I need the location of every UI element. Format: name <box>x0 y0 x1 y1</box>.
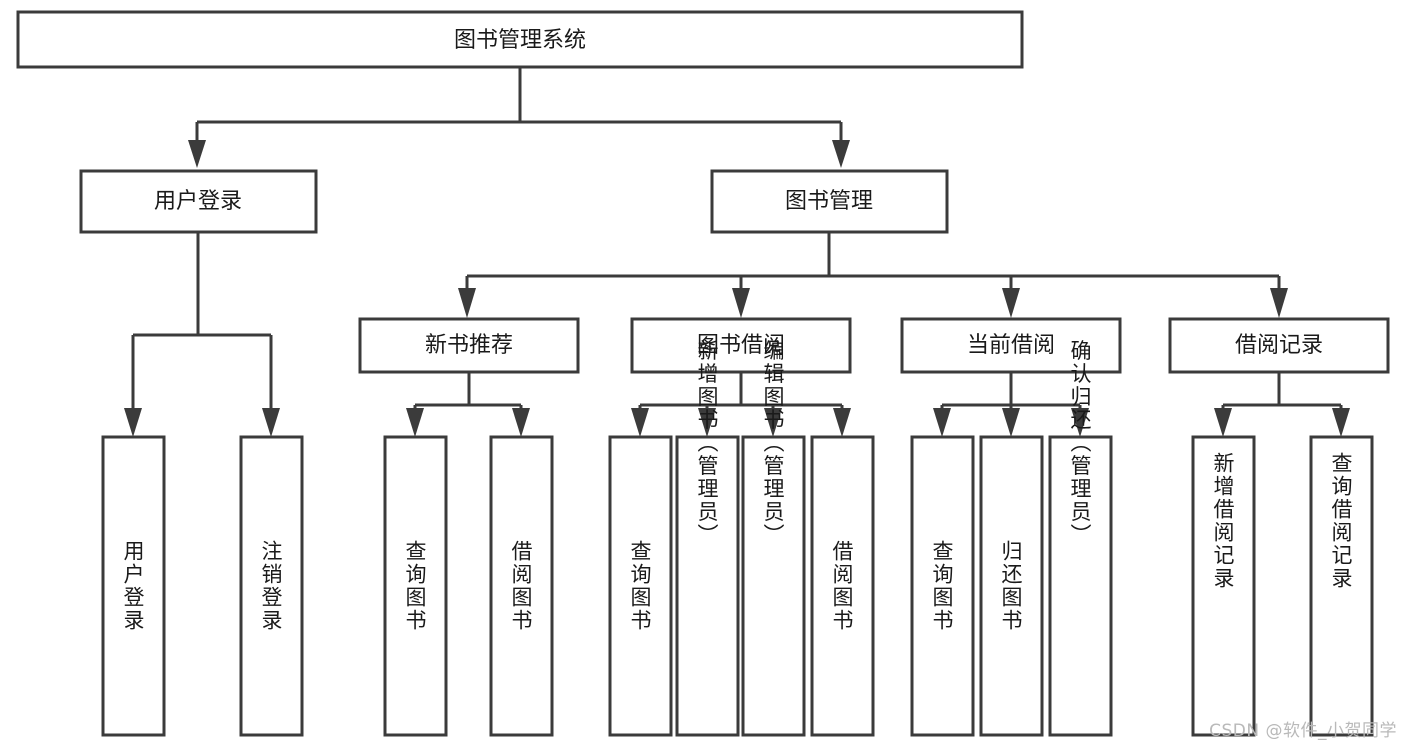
arrow-to-book-borrow <box>732 288 750 318</box>
leaf-return-book-box <box>979 435 1044 737</box>
leaf-borrow-book-1-box <box>489 435 554 737</box>
arrow-to-leaf-user-logout <box>262 408 280 437</box>
leaf-user-logout-box <box>239 435 304 737</box>
arrow-to-new-book-recommend <box>458 288 476 318</box>
connector-book-management-to-level2 <box>458 232 1288 318</box>
arrow-to-user-login <box>188 140 206 168</box>
leaf-query-book-2-label: 查询图书 <box>628 540 652 632</box>
leaf-borrow-book-1[interactable]: 借阅图书 <box>489 435 554 737</box>
arrow-to-leaf-query-book-3 <box>933 408 951 437</box>
connector-book-borrow-to-leaves <box>631 372 851 437</box>
leaf-add-book-box <box>675 435 740 737</box>
node-user-login-box <box>79 169 318 234</box>
leaf-edit-book-label: 编辑图书（管理员） <box>761 340 785 547</box>
leaf-query-book-2[interactable]: 查询图书 <box>608 435 673 737</box>
leaf-borrow-book-2-label: 借阅图书 <box>830 540 854 632</box>
node-new-book-recommend-box <box>358 317 580 374</box>
arrow-to-leaf-add-book <box>698 408 716 437</box>
leaf-query-record[interactable]: 查询借阅记录 <box>1309 435 1374 737</box>
leaf-query-record-label: 查询借阅记录 <box>1329 452 1353 590</box>
arrow-to-borrow-record <box>1270 288 1288 318</box>
leaf-query-book-1-box <box>383 435 448 737</box>
leaf-return-book[interactable]: 归还图书 <box>979 435 1044 737</box>
leaf-query-book-1-label: 查询图书 <box>403 540 427 632</box>
node-root[interactable]: 图书管理系统 <box>16 10 1024 69</box>
leaf-confirm-return-box <box>1048 435 1113 737</box>
leaf-edit-book[interactable]: 编辑图书（管理员） <box>741 340 806 737</box>
node-root-label: 图书管理系统 <box>454 28 586 53</box>
node-new-book-recommend[interactable]: 新书推荐 <box>358 317 580 374</box>
leaf-confirm-return[interactable]: 确认归还（管理员） <box>1048 340 1113 737</box>
leaf-query-record-box <box>1309 435 1374 737</box>
arrow-to-leaf-query-book-1 <box>406 408 424 437</box>
leaf-query-book-2-box <box>608 435 673 737</box>
leaf-query-book-3-box <box>910 435 975 737</box>
leaf-return-book-label: 归还图书 <box>999 540 1023 632</box>
connector-borrow-record-to-leaves <box>1214 372 1350 437</box>
connector-current-borrow-to-leaves <box>933 372 1089 437</box>
node-user-login[interactable]: 用户登录 <box>79 169 318 234</box>
leaf-confirm-return-label: 确认归还（管理员） <box>1068 340 1092 547</box>
leaf-user-login-box <box>101 435 166 737</box>
arrow-to-leaf-borrow-book-1 <box>512 408 530 437</box>
leaf-query-book-1[interactable]: 查询图书 <box>383 435 448 737</box>
node-book-management[interactable]: 图书管理 <box>710 169 949 234</box>
node-new-book-recommend-label: 新书推荐 <box>425 333 513 358</box>
leaf-add-book-label: 新增图书（管理员） <box>695 340 719 547</box>
node-book-borrow-label: 图书借阅 <box>697 333 785 358</box>
node-book-borrow[interactable]: 图书借阅 <box>630 317 852 374</box>
connector-new-book-recommend-to-leaves <box>406 372 530 437</box>
leaf-borrow-book-2-box <box>810 435 875 737</box>
leaf-add-book[interactable]: 新增图书（管理员） <box>675 340 740 737</box>
arrow-to-leaf-query-record <box>1332 408 1350 437</box>
leaf-borrow-book-2[interactable]: 借阅图书 <box>810 435 875 737</box>
connector-root-to-level1 <box>188 67 850 168</box>
arrow-to-leaf-add-record <box>1214 408 1232 437</box>
leaf-edit-book-box <box>741 435 806 737</box>
leaf-user-logout-label: 注销登录 <box>259 540 283 632</box>
node-borrow-record-label: 借阅记录 <box>1235 333 1323 358</box>
leaf-user-login-label: 用户登录 <box>121 540 145 632</box>
arrow-to-leaf-return-book <box>1002 408 1020 437</box>
leaf-user-logout[interactable]: 注销登录 <box>239 435 304 737</box>
leaf-user-login[interactable]: 用户登录 <box>101 435 166 737</box>
leaf-borrow-book-1-label: 借阅图书 <box>509 540 533 632</box>
leaf-add-record-label: 新增借阅记录 <box>1211 452 1235 590</box>
arrow-to-current-borrow <box>1002 288 1020 318</box>
leaf-query-book-3[interactable]: 查询图书 <box>910 435 975 737</box>
arrow-to-leaf-edit-book <box>764 408 782 437</box>
arrow-to-leaf-user-login <box>124 408 142 437</box>
leaf-query-book-3-label: 查询图书 <box>930 540 954 632</box>
node-borrow-record-box <box>1168 317 1390 374</box>
node-current-borrow-label: 当前借阅 <box>967 333 1055 358</box>
arrow-to-book-management <box>832 140 850 168</box>
node-book-management-label: 图书管理 <box>785 189 873 214</box>
node-borrow-record[interactable]: 借阅记录 <box>1168 317 1390 374</box>
arrow-to-leaf-query-book-2 <box>631 408 649 437</box>
connector-user-login-to-leaves <box>124 232 280 437</box>
arrow-to-leaf-confirm-return <box>1071 408 1089 437</box>
arrow-to-leaf-borrow-book-2 <box>833 408 851 437</box>
node-user-login-label: 用户登录 <box>154 189 242 214</box>
leaf-add-record[interactable]: 新增借阅记录 <box>1191 435 1256 737</box>
leaf-add-record-box <box>1191 435 1256 737</box>
node-root-box <box>16 10 1024 69</box>
